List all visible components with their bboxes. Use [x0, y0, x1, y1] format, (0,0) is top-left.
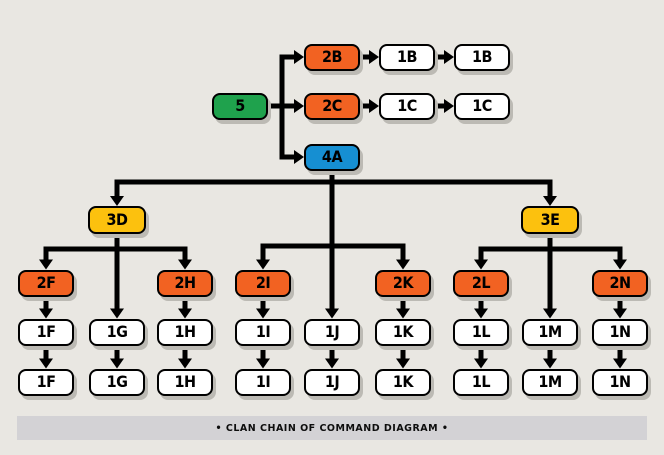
node-1K-2: 1K [375, 368, 431, 396]
node-1C-2: 1C [454, 92, 510, 120]
node-2C: 2C [304, 92, 360, 120]
node-2F: 2F [18, 269, 74, 297]
node-1J-1: 1J [304, 318, 360, 346]
node-1N-2: 1N [592, 368, 648, 396]
caption-bar: • CLAN CHAIN OF COMMAND DIAGRAM • [17, 416, 647, 440]
caption-text: • CLAN CHAIN OF COMMAND DIAGRAM • [215, 422, 449, 434]
node-5: 5 [212, 92, 268, 120]
node-1L-1: 1L [453, 318, 509, 346]
node-1B-1: 1B [379, 43, 435, 71]
node-1C-1: 1C [379, 92, 435, 120]
node-1N-1: 1N [592, 318, 648, 346]
node-2I: 2I [235, 269, 291, 297]
node-1F-1: 1F [18, 318, 74, 346]
node-1H-2: 1H [157, 368, 213, 396]
node-1K-1: 1K [375, 318, 431, 346]
node-2K: 2K [375, 269, 431, 297]
node-1I-1: 1I [235, 318, 291, 346]
node-1G-2: 1G [89, 368, 145, 396]
node-2H: 2H [157, 269, 213, 297]
node-3D: 3D [88, 206, 146, 234]
node-1J-2: 1J [304, 368, 360, 396]
node-2N: 2N [592, 269, 648, 297]
node-2B: 2B [304, 43, 360, 71]
node-1H-1: 1H [157, 318, 213, 346]
node-3E: 3E [521, 206, 579, 234]
node-1I-2: 1I [235, 368, 291, 396]
node-1B-2: 1B [454, 43, 510, 71]
node-1G-1: 1G [89, 318, 145, 346]
node-1M-2: 1M [522, 368, 578, 396]
node-1F-2: 1F [18, 368, 74, 396]
node-1L-2: 1L [453, 368, 509, 396]
node-1M-1: 1M [522, 318, 578, 346]
node-4A: 4A [304, 143, 360, 171]
node-2L: 2L [453, 269, 509, 297]
